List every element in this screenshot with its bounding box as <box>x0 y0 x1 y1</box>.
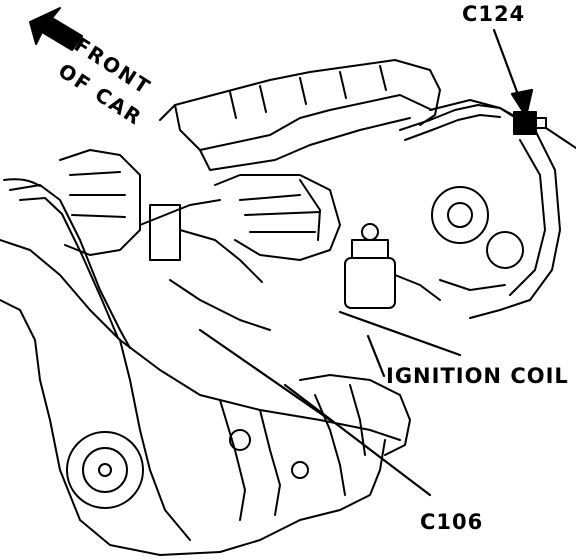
c124-connector <box>513 111 576 149</box>
leader-lines <box>198 28 534 497</box>
engine-block <box>0 59 561 556</box>
ignition-coil-label: IGNITION COIL <box>386 364 569 388</box>
c106-label: C106 <box>420 510 484 534</box>
arrow-up-left-icon <box>29 7 83 51</box>
c124-label: C124 <box>462 2 526 26</box>
